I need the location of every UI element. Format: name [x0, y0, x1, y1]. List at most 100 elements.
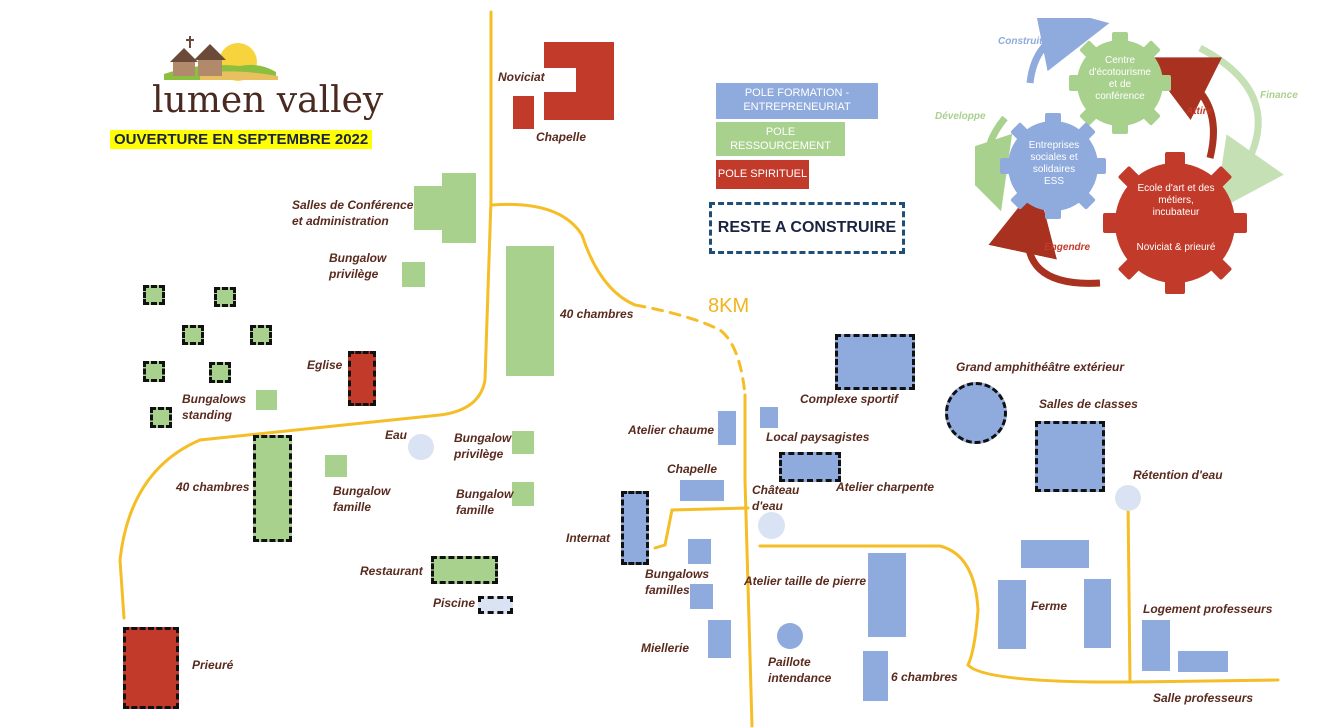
- bungalow-standing-7: [150, 407, 172, 428]
- label-bungalow-privilege-mid: Bungalow privilège: [454, 431, 512, 461]
- label-chapelle-top: Chapelle: [536, 130, 587, 144]
- label-bungalow-privilege-top: Bungalow privilège: [329, 251, 387, 281]
- quarante-chambres-top-building: [506, 246, 554, 376]
- label-chateau-eau: Château d'eau: [752, 483, 800, 513]
- road-internat: [653, 506, 750, 550]
- legend-to-build: RESTE A CONSTRUIRE: [709, 202, 905, 254]
- label-quarante-chambres-top: 40 chambres: [560, 307, 634, 321]
- label-ferme: Ferme: [1031, 599, 1068, 613]
- label-piscine: Piscine: [433, 596, 476, 610]
- grand-amphitheatre: [945, 382, 1007, 444]
- cycle-finance: Finance: [1260, 90, 1298, 101]
- miellerie-building: [708, 620, 731, 658]
- ferme-building-top: [1021, 540, 1089, 568]
- arrow-construit: [1026, 18, 1110, 84]
- label-atelier-taille-pierre: Atelier taille de pierre: [744, 574, 867, 588]
- internat-building: [621, 491, 649, 565]
- cycle-construit: Construit: [998, 36, 1043, 47]
- ferme-building-left: [998, 580, 1026, 649]
- complexe-sportif-building: [835, 334, 915, 390]
- atelier-chaume-building: [718, 411, 736, 445]
- logement-professeurs-2: [1178, 651, 1228, 672]
- gear-ess: [1000, 113, 1106, 219]
- arrow-developpe: [975, 115, 1013, 212]
- label-internat: Internat: [566, 531, 611, 545]
- road-8km-dashed: [633, 303, 747, 397]
- gear-ess-label: Entreprises sociales et solidaires ESS: [1028, 140, 1080, 187]
- chapelle-top-building: [513, 96, 534, 129]
- label-eau: Eau: [385, 428, 408, 442]
- label-bungalow-famille-left: Bungalow famille: [333, 484, 391, 514]
- bungalow-standing-3: [182, 325, 204, 345]
- label-noviciat: Noviciat: [498, 70, 545, 84]
- label-salles-de-classes: Salles de classes: [1039, 397, 1138, 411]
- restaurant-building: [431, 556, 498, 584]
- distance-label: 8KM: [708, 295, 750, 317]
- gear-ecotourisme: [1069, 32, 1171, 134]
- bungalow-standing-2: [214, 287, 236, 307]
- arrow-engendre: [988, 183, 1101, 287]
- road-east: [758, 544, 1280, 684]
- bungalows-familles-1: [688, 539, 711, 564]
- brand-name: lumen valley: [152, 80, 384, 121]
- label-salle-professeurs: Salle professeurs: [1153, 691, 1254, 705]
- cycle-attire: Attire: [1186, 106, 1213, 117]
- salles-de-classes-building: [1035, 421, 1105, 492]
- bungalow-privilege-top: [402, 262, 425, 287]
- label-atelier-charpente: Atelier charpente: [836, 480, 935, 494]
- chapelle-mid-building: [680, 480, 724, 501]
- label-quarante-chambres-left: 40 chambres: [176, 480, 250, 494]
- retention-eau-tank: [1115, 485, 1141, 511]
- label-bungalow-famille-mid: Bungalow famille: [456, 487, 514, 517]
- gear-ecotourisme-label: Centre d'écotourisme et de conférence: [1089, 55, 1151, 102]
- opening-banner: OUVERTURE EN SEPTEMBRE 2022: [110, 130, 373, 149]
- label-salles-conference: Salles de Conférence et administration: [292, 198, 414, 228]
- label-logement-professeurs: Logement professeurs: [1143, 602, 1273, 616]
- label-six-chambres: 6 chambres: [891, 670, 958, 684]
- logement-professeurs-1: [1142, 620, 1170, 671]
- gear-ecole: [1103, 152, 1247, 294]
- bungalows-familles-2: [690, 584, 713, 609]
- bungalow-standing-4: [250, 325, 272, 345]
- label-atelier-chaume: Atelier chaume: [628, 423, 715, 437]
- logo-icon: [164, 36, 278, 81]
- chateau-eau-tank: [758, 512, 785, 539]
- gear-ecole-label: Ecole d'art et des métiers, incubateur: [1137, 183, 1215, 218]
- bungalow-standing-5: [143, 361, 165, 382]
- cycle-engendre: Engendre: [1044, 242, 1091, 253]
- bungalow-standing-6: [209, 362, 231, 383]
- road-south: [743, 393, 754, 728]
- six-chambres-building: [863, 651, 888, 701]
- label-restaurant: Restaurant: [360, 564, 423, 578]
- label-chapelle-mid: Chapelle: [667, 462, 718, 476]
- label-retention-eau: Rétention d'eau: [1133, 468, 1223, 482]
- main-road-vertical: [118, 10, 493, 620]
- eau-tank: [408, 434, 434, 460]
- atelier-charpente-building: [779, 452, 841, 482]
- cycle-developpe: Développe: [935, 111, 986, 122]
- legend-formation: POLE FORMATION - ENTREPRENEURIAT: [716, 83, 878, 119]
- road-retention: [1126, 498, 1132, 684]
- salles-conference-building: [442, 173, 476, 243]
- prieure-building: [123, 627, 179, 709]
- road-to-8km: [490, 202, 637, 307]
- salles-conference-annex: [414, 186, 444, 230]
- ferme-building-right: [1084, 579, 1111, 648]
- eglise-building: [348, 351, 376, 406]
- label-complexe-sportif: Complexe sportif: [800, 392, 899, 406]
- label-local-paysagistes: Local paysagistes: [766, 430, 870, 444]
- bungalow-famille-mid: [512, 482, 534, 506]
- atelier-taille-pierre-building: [868, 553, 906, 637]
- legend-ressourcement: POLE RESSOURCEMENT: [716, 122, 845, 156]
- paillote-intendance: [777, 623, 803, 649]
- bungalow-standing-1: [143, 285, 165, 305]
- gear-noviciat-label: Noviciat & prieuré: [1136, 242, 1216, 253]
- label-miellerie: Miellerie: [641, 641, 690, 655]
- label-bungalows-standing: Bungalows standing: [182, 392, 247, 422]
- local-paysagistes-building: [760, 407, 778, 428]
- cycle-diagram: [975, 18, 1284, 294]
- quarante-chambres-left-building: [253, 435, 292, 542]
- bungalow-standing-8: [256, 390, 277, 410]
